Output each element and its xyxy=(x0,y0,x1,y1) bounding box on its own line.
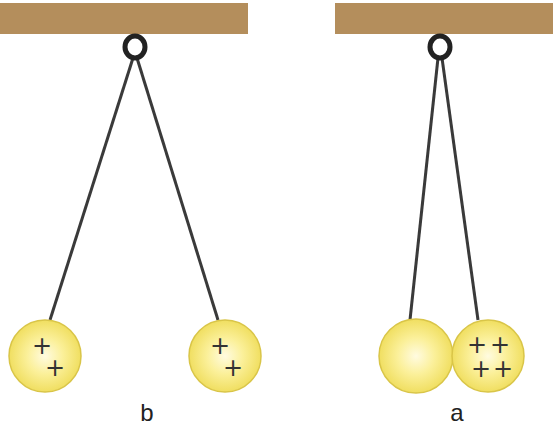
sphere-body xyxy=(452,320,524,392)
sphere-body xyxy=(9,320,81,392)
thread xyxy=(137,58,218,320)
charge-sign: + xyxy=(490,333,510,357)
charge-sign: + xyxy=(493,357,513,381)
ceiling-bar xyxy=(0,3,248,34)
charge-sign: + xyxy=(467,333,487,357)
charge-sign: + xyxy=(471,357,491,381)
hook-ring xyxy=(125,36,145,58)
charge-sign: + xyxy=(223,356,243,380)
charged-sphere: ++ xyxy=(188,319,262,393)
neutral-sphere xyxy=(379,319,453,393)
charge-sign: + xyxy=(32,334,52,358)
thread xyxy=(442,58,478,320)
ceiling-bar xyxy=(335,3,553,34)
panel-letter: b xyxy=(140,401,153,425)
charge-sign: + xyxy=(210,334,230,358)
sphere-outline xyxy=(451,319,525,393)
thread xyxy=(410,58,438,320)
charge-sign: + xyxy=(45,356,65,380)
thread xyxy=(50,58,133,320)
sphere-body xyxy=(189,320,261,392)
charged-sphere: ++++ xyxy=(451,319,525,393)
panel-letter: a xyxy=(450,401,463,425)
hook-ring xyxy=(430,36,450,58)
charged-sphere: ++ xyxy=(8,319,82,393)
